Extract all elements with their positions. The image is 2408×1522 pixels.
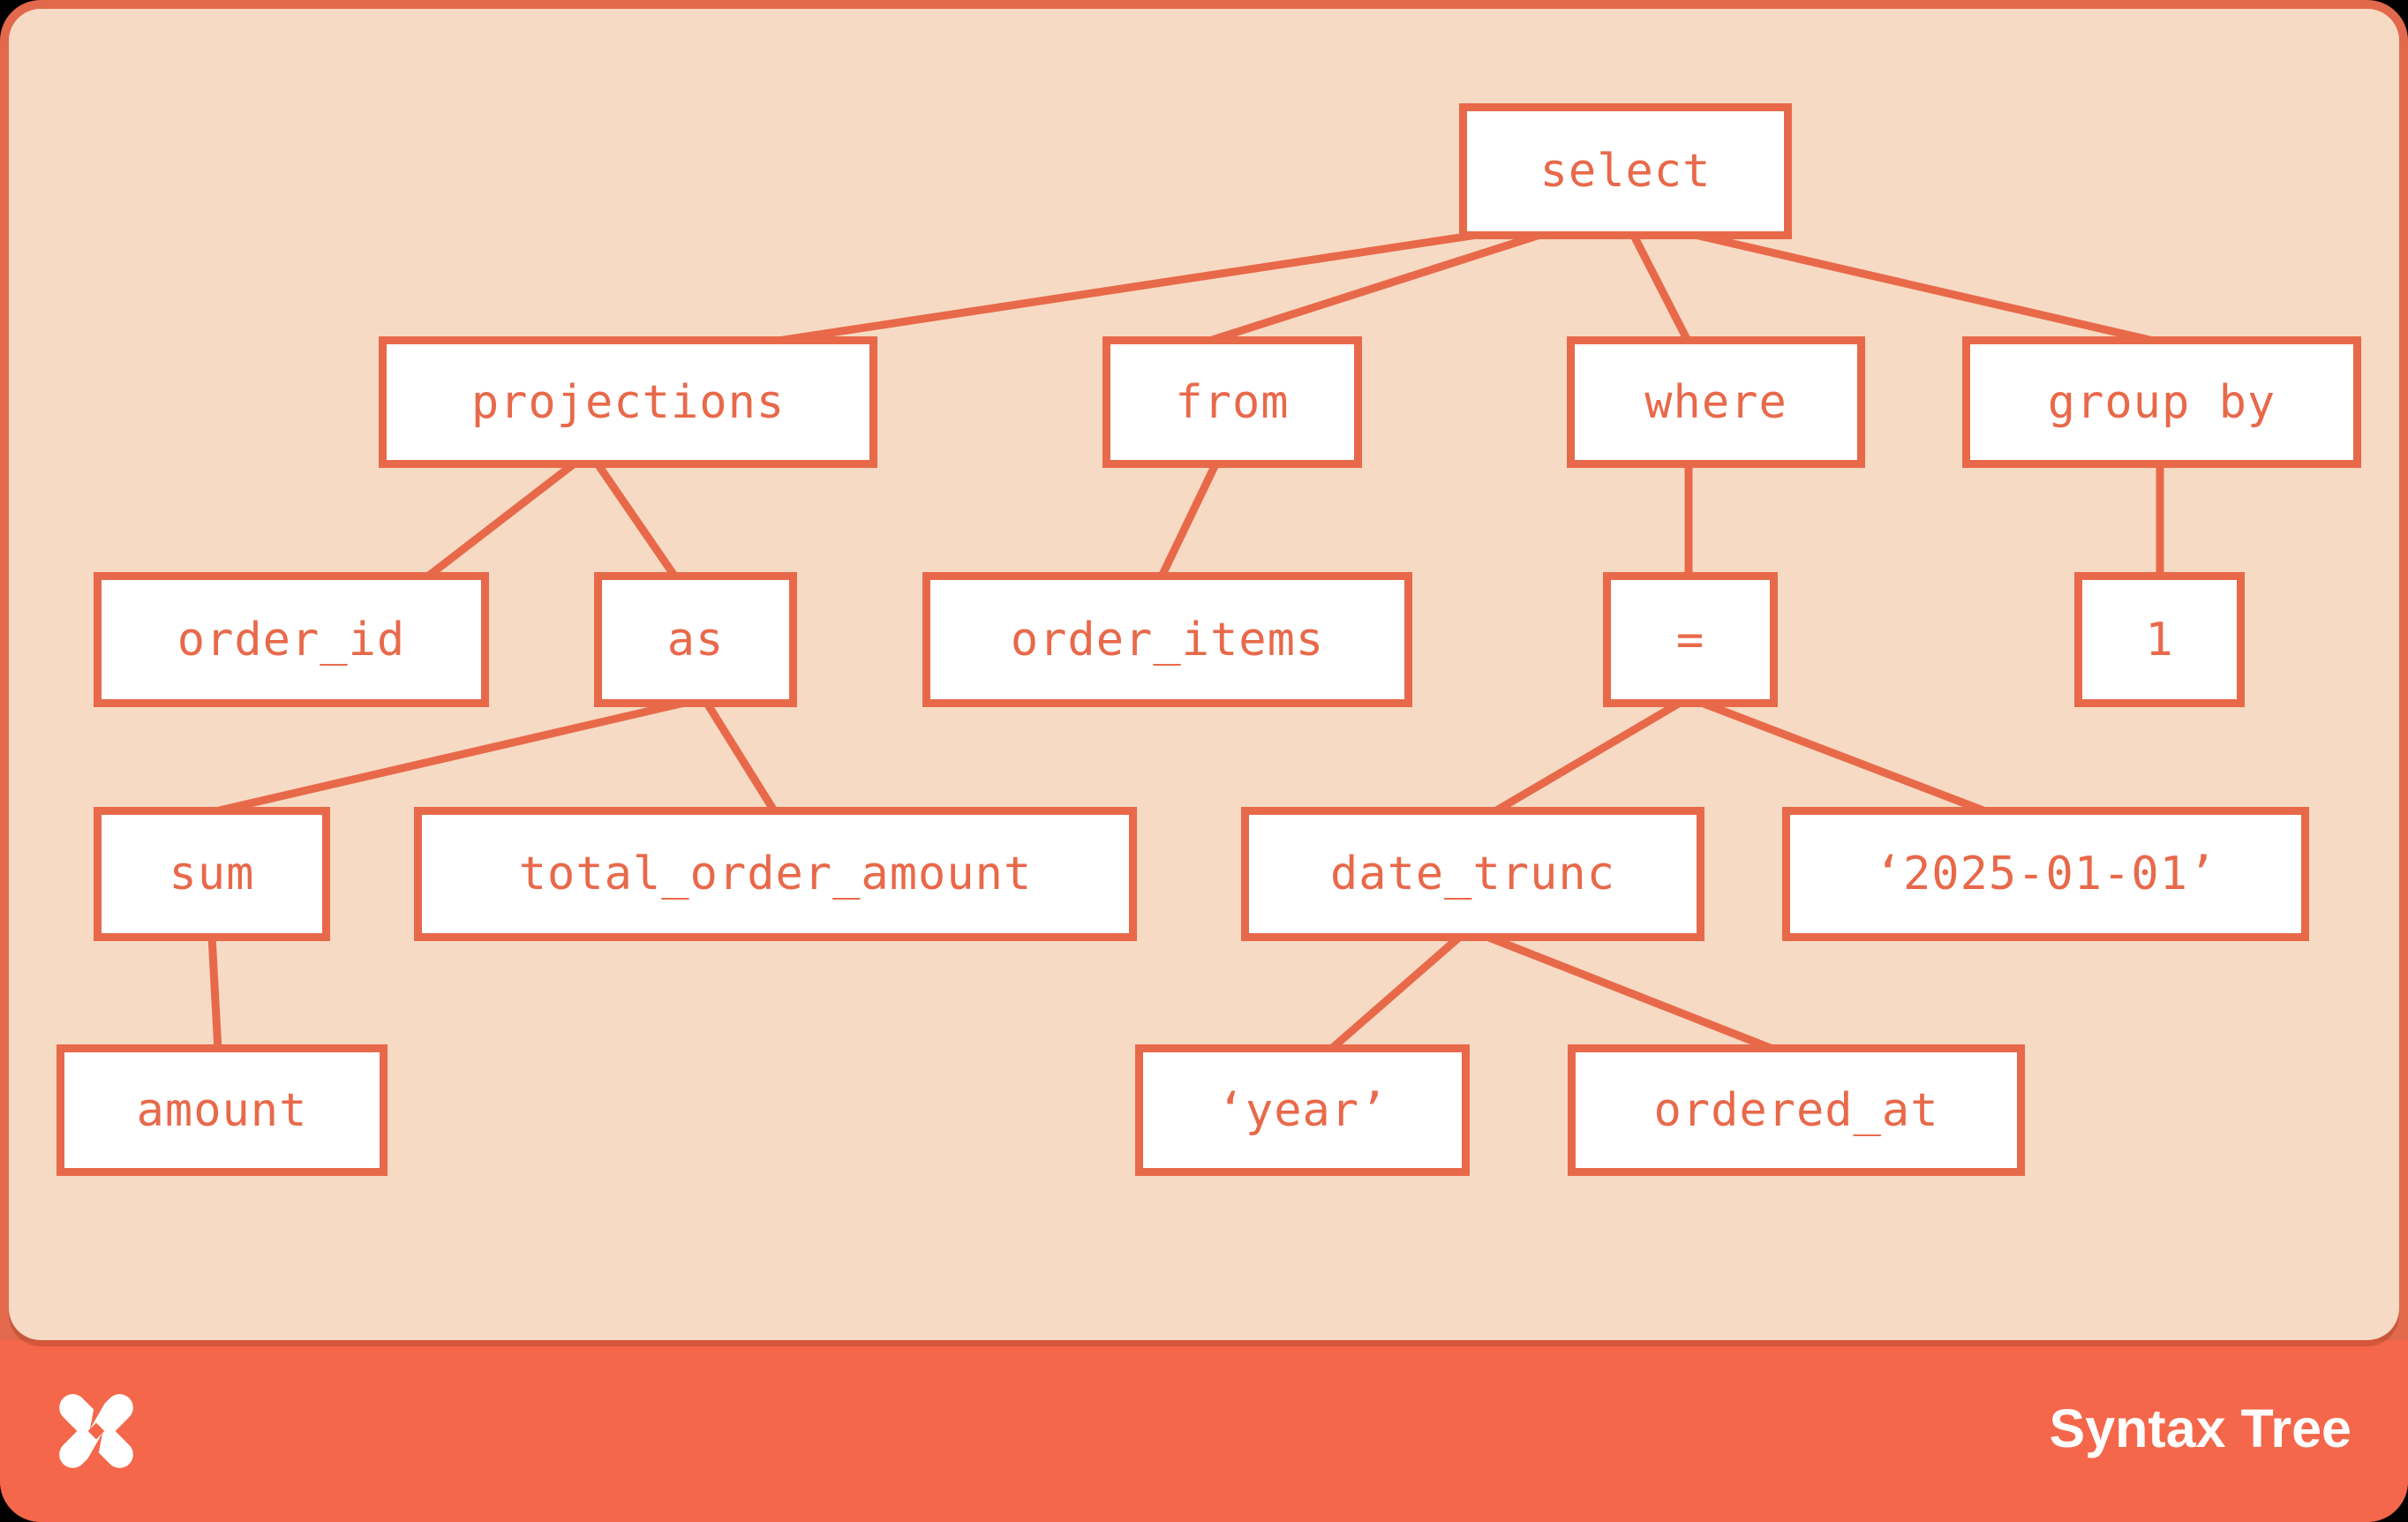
footer: Syntax Tree [0, 1340, 2408, 1522]
tree-node-group_by: group by [1962, 336, 2361, 468]
tree-node-select: select [1459, 103, 1792, 239]
brand-label: Syntax Tree [2049, 1398, 2352, 1459]
tree-node-eq: = [1603, 572, 1778, 707]
tree-node-sum: sum [94, 807, 330, 941]
dbt-pinwheel-logo-icon [59, 1387, 133, 1475]
tree-node-projections: projections [379, 336, 877, 468]
tree-node-from: from [1102, 336, 1362, 468]
tree-node-ordered_at: ordered_at [1568, 1044, 2025, 1176]
tree-node-date_trunc: date_trunc [1241, 807, 1704, 941]
tree-node-order_items: order_items [922, 572, 1412, 707]
tree-node-as: as [594, 572, 797, 707]
tree-node-date_literal: ‘2025-01-01’ [1782, 807, 2309, 941]
tree-node-where: where [1567, 336, 1865, 468]
footer-bar [0, 1340, 2408, 1522]
tree-node-one: 1 [2074, 572, 2245, 707]
tree-node-year_literal: ‘year’ [1135, 1044, 1470, 1176]
tree-node-total_order_amount: total_order_amount [414, 807, 1137, 941]
tree-node-amount: amount [56, 1044, 388, 1176]
tree-node-order_id: order_id [94, 572, 489, 707]
